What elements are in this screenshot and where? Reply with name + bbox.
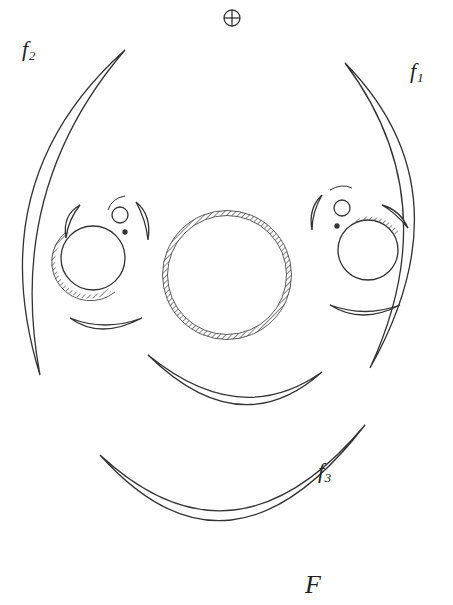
arc-F [100, 425, 365, 521]
arc-label: F [305, 572, 321, 598]
arc-label: f₂ [22, 38, 36, 60]
crosshair-symbol [224, 10, 240, 26]
arc-label: f₁ [410, 60, 424, 82]
right-ring [311, 186, 408, 315]
arc-label: f₃ [318, 460, 332, 482]
arc-f1 [345, 63, 414, 368]
arc-f3 [148, 355, 322, 405]
left-ring [52, 196, 149, 329]
central-ring [163, 211, 292, 340]
